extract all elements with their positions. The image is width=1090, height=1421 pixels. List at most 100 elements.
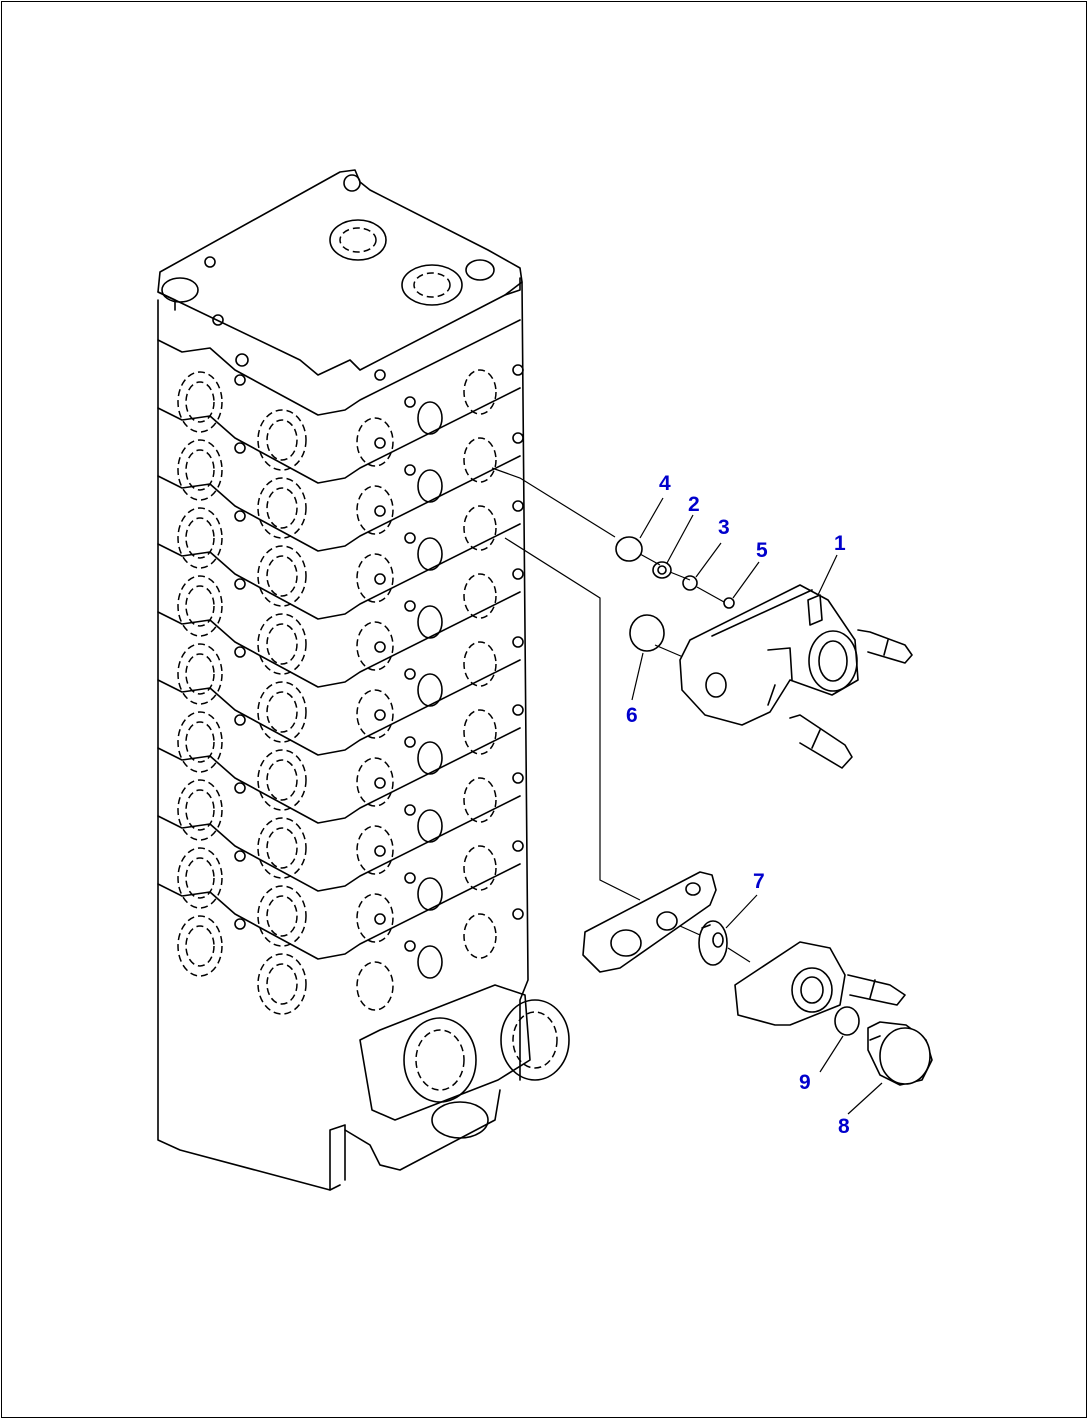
o-ring-4 — [615, 536, 643, 562]
section-seam — [157, 387, 521, 484]
section-port-mid — [257, 953, 307, 1015]
section-port-left-inner — [185, 585, 215, 627]
section-port-mid-inner — [266, 963, 298, 1005]
section-bore — [417, 605, 443, 639]
valve-cover — [734, 941, 906, 1026]
section-port-left — [177, 371, 223, 433]
section-port-right — [356, 621, 394, 671]
section-port-far-right — [463, 369, 497, 415]
small-hole — [234, 714, 246, 726]
small-hole — [234, 374, 246, 386]
small-hole — [234, 782, 246, 794]
section-seam — [157, 455, 521, 552]
small-hole — [234, 850, 246, 862]
section-port-left — [177, 643, 223, 705]
small-hole — [404, 532, 416, 544]
small-hole — [404, 804, 416, 816]
section-port-mid-inner — [266, 691, 298, 733]
callout-leaders — [631, 497, 883, 1115]
small-hole — [374, 641, 386, 653]
section-port-left-inner — [185, 789, 215, 831]
section-port-far-right — [463, 777, 497, 823]
small-hole — [374, 505, 386, 517]
callout-2: 2 — [688, 493, 700, 516]
section-port-right — [356, 553, 394, 603]
small-hole — [512, 500, 524, 512]
section-port-far-right — [463, 505, 497, 551]
small-hole — [374, 845, 386, 857]
section-port-left — [177, 507, 223, 569]
section-port-mid-inner — [266, 419, 298, 461]
small-hole — [512, 636, 524, 648]
section-bore — [417, 469, 443, 503]
section-port-mid — [257, 613, 307, 675]
gasket-plate — [582, 871, 717, 973]
section-port-mid-inner — [266, 487, 298, 529]
small-hole — [512, 840, 524, 852]
plug-5 — [723, 597, 735, 609]
section-bore — [417, 741, 443, 775]
valve-housing-1 — [679, 584, 913, 769]
section-port-right — [356, 757, 394, 807]
section-port-far-right — [463, 709, 497, 755]
section-seam — [157, 523, 521, 620]
section-seam — [157, 863, 521, 960]
small-hole — [374, 573, 386, 585]
section-port-left — [177, 779, 223, 841]
section-port-mid-inner — [266, 827, 298, 869]
small-hole — [404, 600, 416, 612]
section-bore — [417, 401, 443, 435]
section-seam — [157, 659, 521, 756]
section-port-left-inner — [185, 381, 215, 423]
section-port-mid — [257, 817, 307, 879]
o-ring-6 — [629, 614, 665, 652]
section-port-right — [356, 825, 394, 875]
section-port-left-inner — [185, 721, 215, 763]
section-port-left — [177, 439, 223, 501]
section-port-mid-inner — [266, 623, 298, 665]
small-hole — [374, 437, 386, 449]
small-hole — [234, 646, 246, 658]
callout-4: 4 — [659, 472, 671, 495]
section-port-mid-inner — [266, 895, 298, 937]
section-port-left-inner — [185, 925, 215, 967]
section-port-right — [356, 893, 394, 943]
section-bore — [417, 877, 443, 911]
section-port-mid — [257, 681, 307, 743]
callout-7: 7 — [753, 870, 765, 893]
small-hole — [404, 940, 416, 952]
small-hole — [404, 668, 416, 680]
section-port-mid — [257, 409, 307, 471]
section-port-left-inner — [185, 857, 215, 899]
small-hole — [374, 709, 386, 721]
callout-5: 5 — [756, 539, 768, 562]
small-hole — [512, 364, 524, 376]
section-port-mid-inner — [266, 555, 298, 597]
section-port-left — [177, 711, 223, 773]
cap-plug-8 — [867, 1021, 933, 1086]
control-valve-body — [157, 169, 570, 1191]
section-port-left — [177, 915, 223, 977]
section-port-far-right — [463, 913, 497, 959]
section-seam — [157, 727, 521, 824]
section-port-left-inner — [185, 653, 215, 695]
collar-2 — [652, 561, 672, 579]
section-port-left-inner — [185, 517, 215, 559]
section-port-far-right — [463, 573, 497, 619]
section-port-mid-inner — [266, 759, 298, 801]
small-hole — [404, 736, 416, 748]
section-port-left — [177, 575, 223, 637]
small-hole — [404, 464, 416, 476]
small-hole — [374, 913, 386, 925]
small-hole — [234, 510, 246, 522]
section-bore — [417, 537, 443, 571]
section-port-mid — [257, 477, 307, 539]
section-seam — [157, 591, 521, 688]
small-hole — [374, 777, 386, 789]
small-hole — [404, 872, 416, 884]
small-hole — [512, 908, 524, 920]
callout-1: 1 — [834, 532, 846, 555]
section-port-left — [177, 847, 223, 909]
section-port-far-right — [463, 845, 497, 891]
